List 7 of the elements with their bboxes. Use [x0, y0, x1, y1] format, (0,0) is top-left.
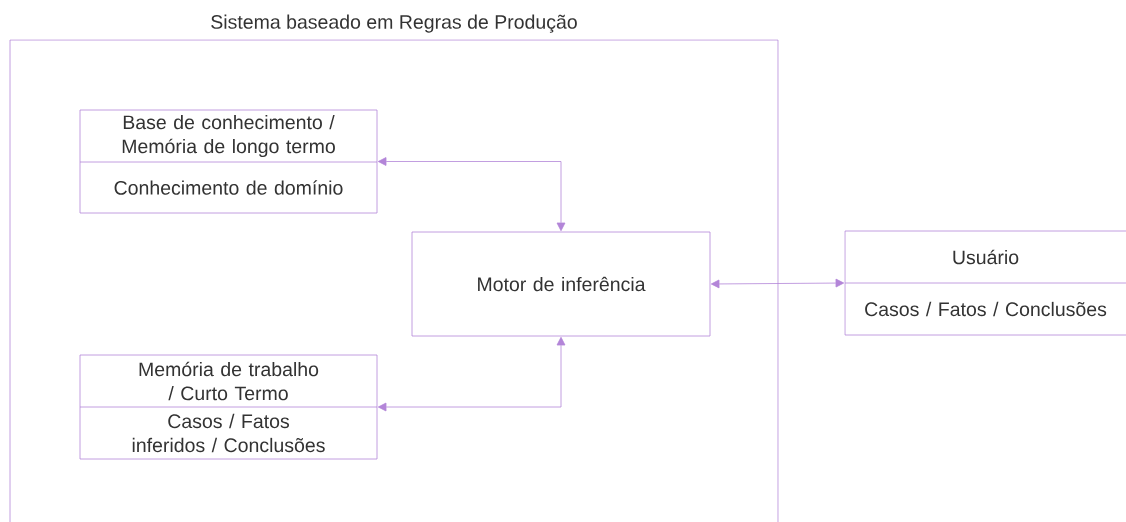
box: Memória de trabalho / Curto Termo Casos / Fatos inferidos / Conclusões: [79, 354, 378, 460]
arrow: [377, 157, 566, 232]
box: Base de conhecimento / Memória de longo termo Conhecimento de domínio: [79, 109, 378, 214]
box: Motor de inferência: [411, 231, 711, 337]
box: Usuário Casos / Fatos / Conclusões: [844, 230, 1126, 336]
arrow: [710, 278, 845, 289]
arrow: [377, 336, 566, 412]
